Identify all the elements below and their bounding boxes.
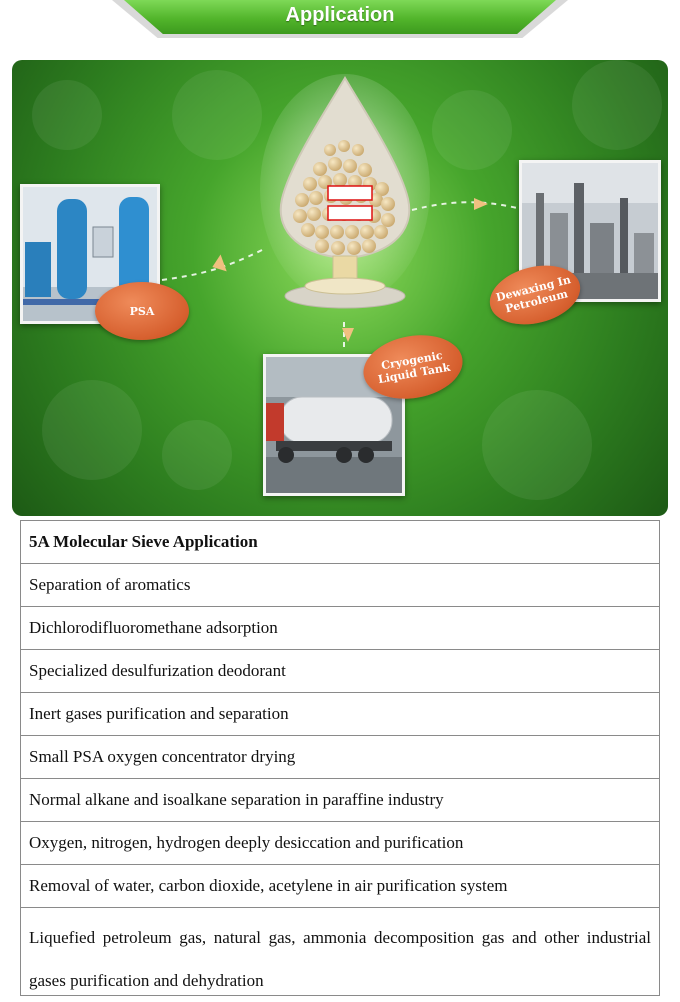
product-flask-illustration [260,74,430,309]
bubble-decoration [572,60,662,150]
table-row: Dichlorodifluoromethane adsorption [21,607,659,650]
table-row: Liquefied petroleum gas, natural gas, am… [29,928,651,990]
table-row: Removal of water, carbon dioxide, acetyl… [21,865,659,908]
bubble-decoration [482,390,592,500]
application-table: 5A Molecular Sieve Application Separatio… [20,520,660,996]
bubble-decoration [432,90,512,170]
table-row: Inert gases purification and separation [21,693,659,736]
bubble-decoration [32,80,102,150]
connector-lines [161,198,518,352]
table-row: Normal alkane and isoalkane separation i… [21,779,659,822]
application-hero-image: PSA Dewaxing In Petroleum Cryogenic Liqu… [12,60,668,516]
bubble-decoration [172,70,262,160]
bubble-decoration [162,420,232,490]
table-row: Specialized desulfurization deodorant [21,650,659,693]
table-row: Oxygen, nitrogen, hydrogen deeply desicc… [21,822,659,865]
banner-ribbon [124,0,556,34]
table-row: Separation of aromatics [21,564,659,607]
table-row: Small PSA oxygen concentrator drying [21,736,659,779]
section-header: Application [0,0,680,42]
section-title: Application [285,4,395,26]
table-header: 5A Molecular Sieve Application [21,521,659,564]
bubble-decoration [42,380,142,480]
tag-psa: PSA [95,282,189,340]
